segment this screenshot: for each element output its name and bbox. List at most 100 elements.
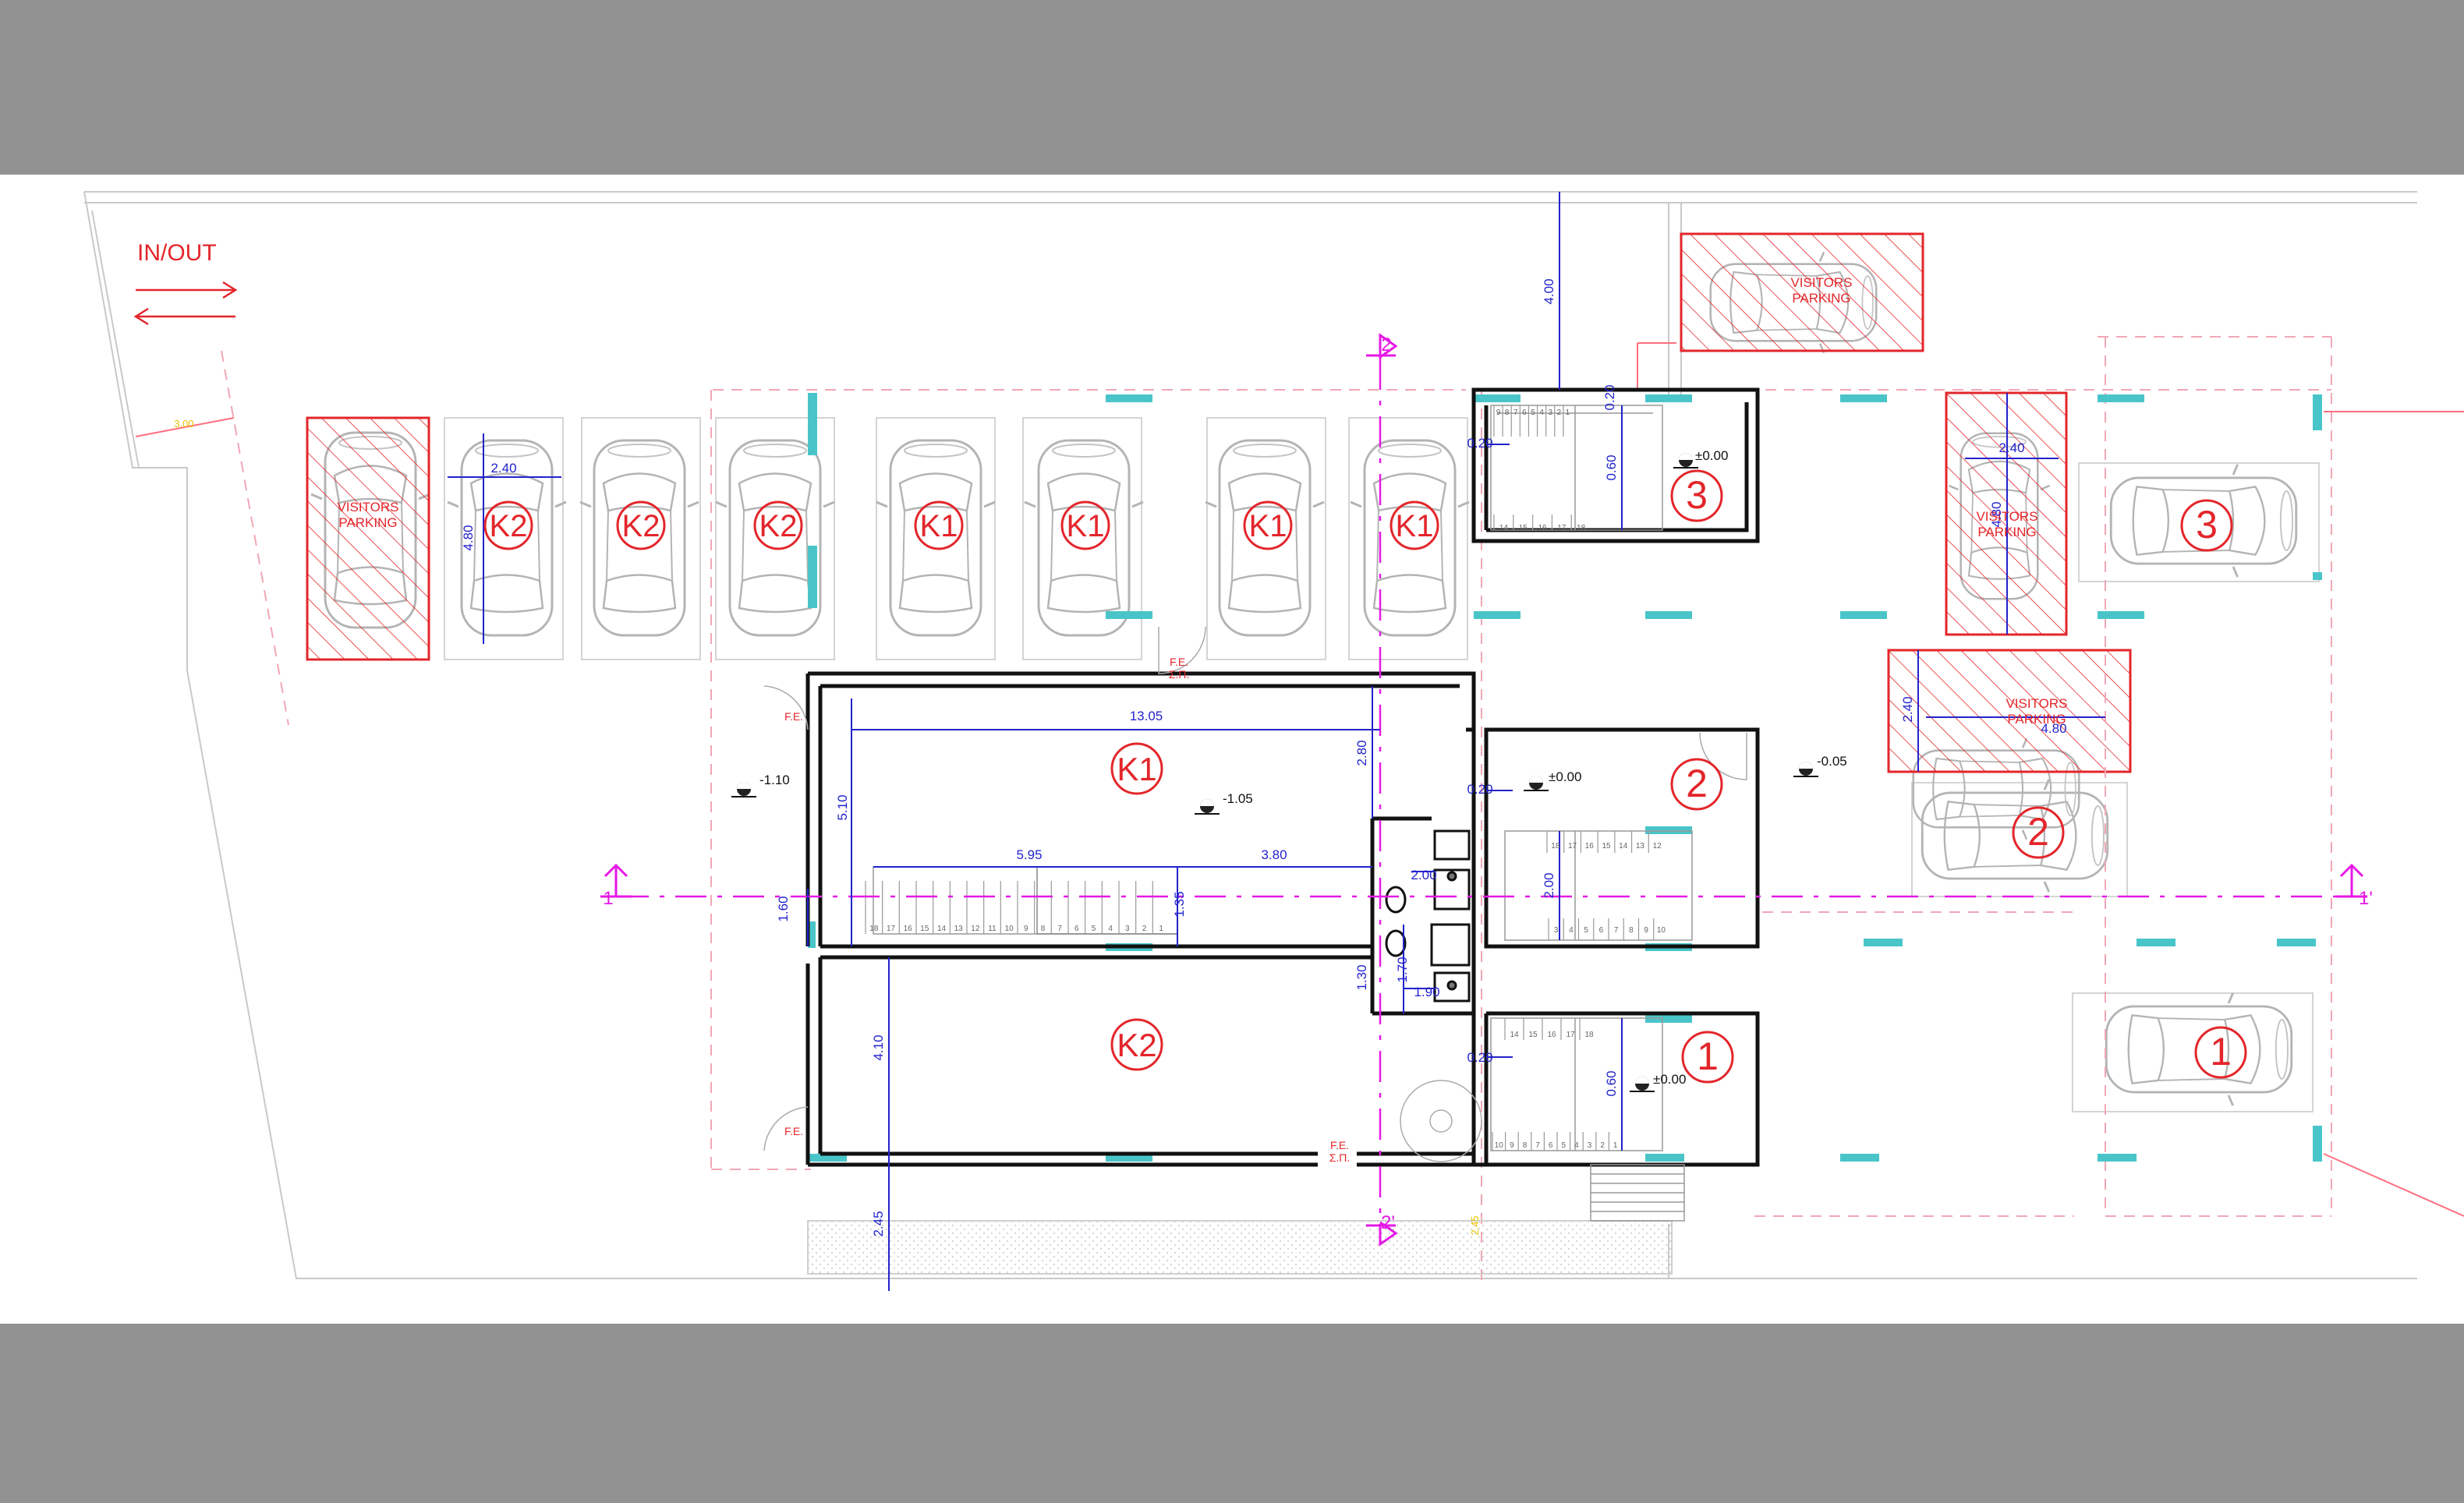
boundary-lines — [135, 342, 2464, 1217]
visitor-lower-1: VISITORS — [2006, 696, 2067, 711]
ramp-area — [807, 1220, 1673, 1275]
visitor-right-1: VISITORS — [1976, 509, 2037, 524]
visitor-right-2: PARKING — [1977, 525, 2036, 539]
step-number: 7 — [1057, 925, 1062, 933]
dim-boundary: 3.00 — [174, 418, 193, 430]
dim-hall-length: 13.05 — [1130, 709, 1163, 723]
step-number: 7 — [1614, 926, 1619, 935]
step-number: 15 — [1602, 842, 1611, 851]
step-number: 16 — [1538, 524, 1547, 532]
dim-wall-b: 0.20 — [1467, 782, 1492, 797]
section-2-prime: 2' — [1381, 1212, 1395, 1233]
visitor-parking-top — [1680, 232, 1924, 352]
section-lines — [618, 359, 2355, 1224]
step-number: 2 — [1142, 925, 1147, 933]
step-number: 9 — [1644, 926, 1648, 935]
dim-wc-top: 2.00 — [1411, 868, 1436, 882]
step-number: 3 — [1125, 925, 1130, 933]
visitor-parking-lower — [1887, 649, 2132, 773]
section-1: 1 — [603, 888, 613, 909]
fire-labels: F.E. Σ.Π. F.E. F.E. F.E. Σ.Π. — [784, 656, 1350, 1164]
parking-space-label: K1 — [1067, 509, 1105, 543]
step-number: 8 — [1505, 408, 1510, 417]
step-number: 9 — [1510, 1141, 1514, 1150]
parking-space-label: K2 — [759, 509, 798, 543]
section-labels: 1 1' 2 2' — [603, 334, 2373, 1233]
dim-space-width: 2.40 — [490, 461, 516, 476]
step-number: 17 — [1568, 842, 1577, 851]
section-2: 2 — [1381, 334, 1391, 355]
step-number: 18 — [1577, 524, 1586, 532]
step-number: 2 — [1600, 1141, 1605, 1150]
dim-landing-a: 0.60 — [1604, 454, 1619, 480]
step-number: 10 — [1657, 926, 1666, 935]
door-swings — [763, 626, 1747, 1151]
step-number: 6 — [1074, 925, 1079, 933]
step-number: 9 — [1496, 408, 1501, 417]
dimension-lines — [448, 192, 2105, 1291]
step-number: 7 — [1535, 1141, 1540, 1150]
fe-bottom-left: F.E. — [784, 1125, 803, 1137]
step-number: 10 — [1005, 925, 1014, 933]
dim-visitor-depth: 4.80 — [1989, 501, 2004, 527]
dim-wc-width: 1.90 — [1414, 985, 1439, 999]
dim-visitor2-width: 4.80 — [2041, 721, 2066, 736]
column-markers — [808, 393, 2322, 1162]
step-number: 14 — [1499, 524, 1509, 532]
step-number: 14 — [1619, 842, 1628, 851]
step-number: 8 — [1041, 925, 1046, 933]
step-number: 4 — [1539, 408, 1544, 417]
step-number: 16 — [904, 925, 913, 933]
step-number: 13 — [954, 925, 964, 933]
step-number: 15 — [920, 925, 929, 933]
fe-bottom: F.E. — [1330, 1139, 1349, 1151]
step-number: 17 — [887, 925, 896, 933]
fp-bottom: Σ.Π. — [1329, 1151, 1351, 1164]
step-number: 8 — [1523, 1141, 1528, 1150]
dim-stair-width: 1.35 — [1172, 891, 1187, 917]
dim-visitor-width: 2.40 — [1998, 440, 2024, 455]
spiral-stair — [1400, 1080, 1482, 1162]
building-walls — [805, 387, 1760, 1167]
step-number: 9 — [1024, 925, 1028, 933]
dim-wall-c: 0.20 — [1467, 1050, 1492, 1065]
dim-wc-depth: 1.30 — [1354, 964, 1369, 990]
guide-lines — [221, 336, 2332, 1286]
step-number: 18 — [1551, 842, 1560, 851]
dim-k1-depth: 5.10 — [835, 794, 850, 820]
dimension-labels: 4.00 3.00 2.40 4.80 13.05 5.10 5.95 3.80… — [174, 278, 2066, 1236]
unit-k2: K2 — [1117, 1027, 1156, 1063]
visitor-left-1: VISITORS — [337, 500, 398, 515]
step-number: 1 — [1159, 925, 1163, 933]
step-number: 12 — [971, 925, 980, 933]
step-number: 5 — [1092, 925, 1096, 933]
level-court: -0.05 — [1817, 754, 1847, 769]
step-number: 15 — [1519, 524, 1528, 532]
stair-2 — [1504, 830, 1693, 941]
unit-labels: K1 K2 3 2 1 3 2 1 — [1117, 473, 2232, 1078]
dim-ramp: 2.45 — [871, 1211, 886, 1236]
step-number: 6 — [1522, 408, 1527, 417]
step-number: 5 — [1562, 1141, 1567, 1150]
step-number: 4 — [1569, 926, 1574, 935]
fp-top: Σ.Π. — [1169, 668, 1190, 681]
parking-space-labels: K2 K2 K2 K1 K1 K1 K1 — [490, 509, 1434, 543]
visitor-parking-left — [306, 416, 430, 661]
parking-space-label: K2 — [622, 509, 660, 543]
dim-stair-gap: 3.80 — [1261, 847, 1287, 862]
wc-fixtures — [1385, 829, 1471, 1003]
entrance-label: IN/OUT — [137, 240, 217, 266]
level-unit-3: ±0.00 — [1695, 448, 1728, 463]
stair-3 — [1490, 405, 1663, 531]
dim-visitor2-depth: 2.40 — [1900, 696, 1915, 722]
dim-wall-d: 0.20 — [1602, 384, 1617, 410]
right-parking-1: 1 — [2210, 1030, 2232, 1073]
unit-3: 3 — [1686, 473, 1708, 517]
step-number: 14 — [1510, 1031, 1519, 1039]
step-number: 1 — [1566, 408, 1570, 417]
visitor-lower-2: PARKING — [2007, 712, 2066, 727]
dim-ramp-small: 2.45 — [1469, 1215, 1481, 1235]
hall-steps — [865, 405, 1655, 1151]
step-number: 12 — [1653, 842, 1662, 851]
